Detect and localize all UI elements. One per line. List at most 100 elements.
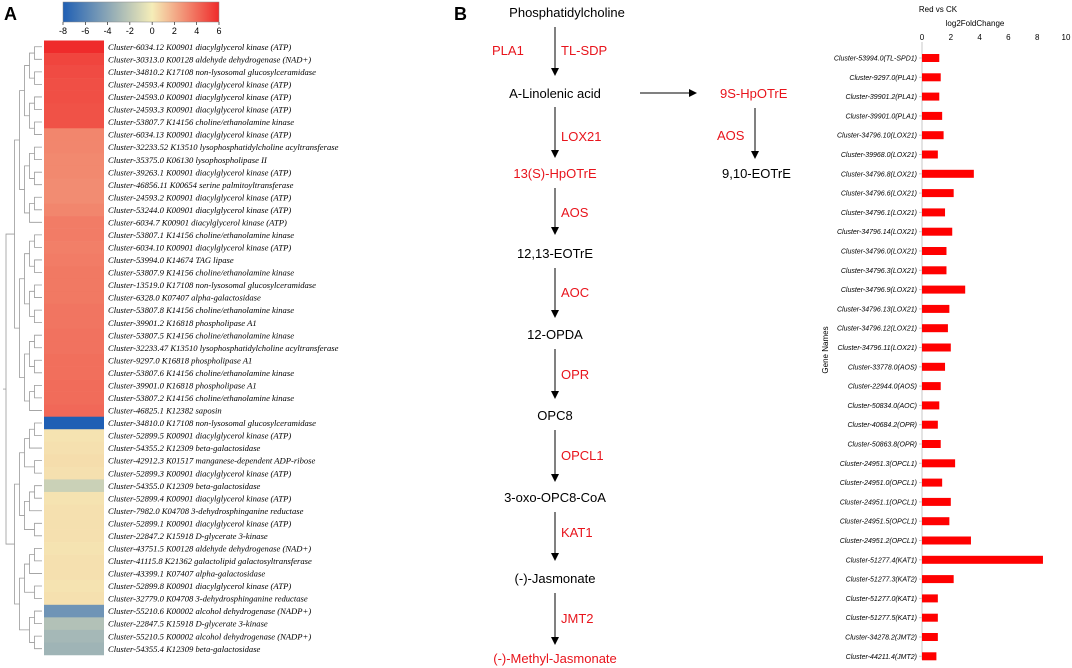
heatmap-row-label: Cluster-34810.2 K17108 non-lysosomal glu… xyxy=(108,67,316,77)
heatmap-cell xyxy=(44,354,104,367)
heatmap-row-label: Cluster-54355.2 K12309 beta-galactosidas… xyxy=(108,443,261,453)
dendrogram-branch xyxy=(34,485,42,499)
dendrogram-branch xyxy=(34,422,42,436)
colorbar-tick-label: -2 xyxy=(126,26,134,36)
dendrogram-branch xyxy=(29,52,35,79)
dendrogram-branch xyxy=(34,71,42,85)
heatmap-cell xyxy=(44,504,104,518)
compound-phosphatidylcholine: Phosphatidylcholine xyxy=(509,5,625,20)
heatmap-cell xyxy=(44,266,104,280)
bar xyxy=(922,575,954,584)
bar xyxy=(922,497,951,506)
heatmap-row-label: Cluster-46825.1 K12382 saposin xyxy=(108,406,222,416)
heatmap-row-label: Cluster-53807.6 K14156 choline/ethanolam… xyxy=(108,368,294,378)
bar-x-axis-title: log2FoldChange xyxy=(946,19,1005,28)
bar-category-label: Cluster-24951.1(OPCL1) xyxy=(840,499,917,506)
heatmap-cell xyxy=(44,542,104,555)
bar xyxy=(922,227,953,236)
dendrogram-branch xyxy=(29,203,42,223)
heatmap-cells xyxy=(44,40,104,656)
bar-category-label: Cluster-9297.0(PLA1) xyxy=(849,75,917,82)
heatmap-cell xyxy=(44,165,104,179)
heatmap-cell xyxy=(44,529,104,543)
heatmap-row-label: Cluster-34810.0 K17108 non-lysosomal glu… xyxy=(108,418,316,428)
heatmap-cell xyxy=(44,391,104,405)
bar-x-tick-label: 0 xyxy=(920,33,925,42)
heatmap-row-label: Cluster-22847.2 K15918 D-glycerate 3-kin… xyxy=(108,531,268,541)
compound-methyl-jasmonate: (-)-Methyl-Jasmonate xyxy=(493,651,617,666)
bar xyxy=(922,478,943,487)
dendrogram-branch xyxy=(34,234,42,248)
heatmap-row-label: Cluster-24593.0 K00901 diacylglycerol ki… xyxy=(108,92,291,102)
heatmap-cell xyxy=(44,491,104,505)
dendrogram-branch xyxy=(29,102,35,129)
bar-category-label: Cluster-33778.0(AOS) xyxy=(848,364,917,371)
dendrogram-branch xyxy=(34,635,42,650)
bar-category-label: Cluster-24951.3(OPCL1) xyxy=(840,461,917,468)
heatmap-cell xyxy=(44,303,104,317)
heatmap-row-label: Cluster-53807.9 K14156 choline/ethanolam… xyxy=(108,268,294,278)
heatmap-row-label: Cluster-6328.0 K07407 alpha-galactosidas… xyxy=(108,293,261,303)
bar-x-tick-label: 8 xyxy=(1035,33,1040,42)
heatmap-cell xyxy=(44,567,104,581)
heatmap-cell xyxy=(44,40,104,54)
bar-x-tick-label: 4 xyxy=(977,33,982,42)
heatmap-cell xyxy=(44,253,104,267)
bar xyxy=(922,266,947,275)
compound-12-13-eotre: 12,13-EOTrE xyxy=(517,246,593,261)
heatmap-row-label: Cluster-52899.8 K00901 diacylglycerol ki… xyxy=(108,581,291,591)
heatmap-row-label: Cluster-55210.5 K00002 alcohol dehydroge… xyxy=(108,631,311,641)
heatmap-row-label: Cluster-6034.7 K00901 diacylglycerol kin… xyxy=(108,217,287,227)
panel-letter-b: B xyxy=(454,4,467,24)
heatmap-cell xyxy=(44,404,104,417)
bar-category-label: Cluster-34796.0(LOX21) xyxy=(841,249,917,256)
enzyme-opr: OPR xyxy=(561,367,589,382)
bar xyxy=(922,73,941,82)
dendrogram-branch xyxy=(29,428,42,449)
heatmap-row-label: Cluster-35375.0 K06130 lysophospholipase… xyxy=(108,155,268,165)
heatmap-row-label: Cluster-54355.0 K12309 beta-galactosidas… xyxy=(108,481,261,491)
heatmap-cell xyxy=(44,441,104,455)
bar-category-label: Cluster-50834.0(AOC) xyxy=(847,403,917,410)
bar-category-label: Cluster-34796.8(LOX21) xyxy=(841,171,917,178)
colorbar xyxy=(62,1,220,23)
dendrogram-branch xyxy=(29,152,35,179)
dendrogram-branch xyxy=(24,353,30,402)
heatmap-row-label: Cluster-39901.0 K16818 phospholipase A1 xyxy=(108,380,257,390)
bar-category-label: Cluster-40684.2(OPR) xyxy=(847,422,917,429)
bar-y-axis-title: Gene Names xyxy=(821,326,830,373)
colorbar-tick-label: -6 xyxy=(81,26,89,36)
dendrogram-branch xyxy=(34,522,42,537)
dendrogram-branch xyxy=(34,46,42,60)
dendrogram-branch xyxy=(19,278,25,378)
compound-13s-hpotre: 13(S)-HpOTrE xyxy=(513,166,597,181)
dendrogram xyxy=(3,46,42,650)
bar-x-ticks: 0 2 4 6 8 10 xyxy=(920,33,1071,42)
bar-category-label: Cluster-34278.2(JMT2) xyxy=(845,635,917,642)
bar-x-tick-label: 2 xyxy=(949,33,954,42)
bar-x-tick-label: 10 xyxy=(1062,33,1071,42)
bar xyxy=(922,555,1043,564)
heatmap-cell xyxy=(44,216,104,229)
bar-category-label: Cluster-34796.3(LOX21) xyxy=(841,268,917,275)
enzyme-aos: AOS xyxy=(561,205,589,220)
heatmap-cell xyxy=(44,366,104,380)
heatmap-cell xyxy=(44,554,104,568)
heatmap-cell xyxy=(44,617,104,631)
dendrogram-branch xyxy=(14,483,20,605)
bar xyxy=(922,420,938,429)
compound-9-10-eotre: 9,10-EOTrE xyxy=(722,166,791,181)
dendrogram-branch xyxy=(24,65,30,117)
dendrogram-branch xyxy=(29,391,42,411)
bar-category-label: Cluster-51277.4(KAT1) xyxy=(846,557,917,564)
heatmap-cell xyxy=(44,78,104,91)
heatmap-cell xyxy=(44,103,104,117)
bar-category-label: Cluster-34796.10(LOX21) xyxy=(837,133,917,140)
bar xyxy=(922,304,950,313)
bar-x-tick-label: 6 xyxy=(1006,33,1011,42)
heatmap-cell xyxy=(44,629,104,643)
dendrogram-branch xyxy=(34,309,42,324)
enzyme-aoc: AOC xyxy=(561,285,589,300)
